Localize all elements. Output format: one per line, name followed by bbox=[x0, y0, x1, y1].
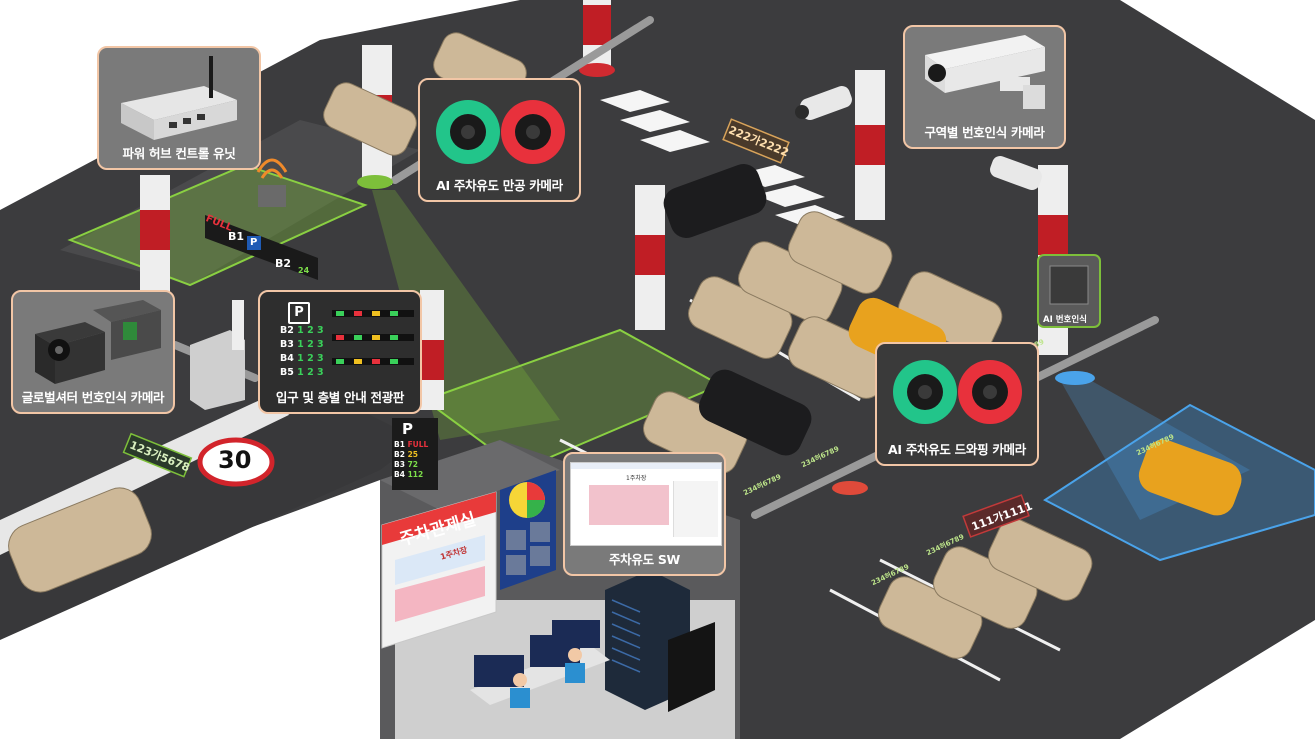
control-room-screen bbox=[381, 491, 497, 649]
server-racks bbox=[605, 570, 715, 712]
callout-power-hub: 파워 허브 컨트롤 유닛 bbox=[97, 46, 261, 170]
p-label: P bbox=[250, 237, 258, 248]
dashboard-screen bbox=[500, 470, 556, 590]
power-hub-caption: 파워 허브 컨트롤 유닛 bbox=[122, 146, 236, 161]
cctv-camera-right bbox=[795, 86, 1042, 190]
floor-status-bar bbox=[205, 215, 318, 280]
gate-pillar-top-right bbox=[579, 0, 615, 77]
global-shutter-camera-icon bbox=[35, 300, 161, 384]
callout-ai-guide-full-camera: AI 주차유도 만공 카메라 bbox=[418, 78, 581, 202]
b2-count: 24 bbox=[298, 266, 310, 275]
barrier-booth bbox=[190, 330, 245, 410]
wifi-device bbox=[256, 158, 288, 207]
b2-label: B2 bbox=[275, 257, 292, 270]
guide-sw-caption: 주차유도 SW bbox=[608, 552, 681, 567]
gate-pillar-mid bbox=[635, 185, 665, 330]
gate-pillar-center bbox=[420, 290, 444, 410]
ai-chip bbox=[1037, 254, 1101, 328]
speed-limit-sign bbox=[197, 437, 275, 487]
pylon-p-label: P bbox=[402, 420, 413, 438]
lpr-camera-icon bbox=[925, 35, 1045, 109]
ai-camera-pair-icon-2 bbox=[893, 360, 1022, 424]
sw-screenshot: 1주차장 bbox=[570, 462, 722, 546]
callout-zone-lpr-camera: 구역별 번호인식 카메라 bbox=[903, 25, 1066, 149]
pylon-rows: B1 FULL B2 25 B3 72 B4 112 bbox=[394, 440, 429, 479]
guide-led-strips bbox=[332, 310, 414, 365]
ai-guide-full-caption: AI 주차유도 만공 카메라 bbox=[436, 178, 563, 193]
ai-guide-dropping-caption: AI 주차유도 드와핑 카메라 bbox=[888, 442, 1026, 457]
entrance-floor-caption: 입구 및 층별 안내 전광판 bbox=[275, 390, 405, 405]
callout-global-shutter-camera: 글로벌셔터 번호인식 카메라 bbox=[11, 290, 175, 414]
callout-entrance-floor-board: P B2 1 2 3 B3 1 2 3 B4 1 2 3 B5 1 2 3 입구… bbox=[258, 290, 422, 414]
callout-guide-sw: 1주차장 주차유도 SW bbox=[563, 452, 726, 576]
callout-ai-guide-dropping-camera: AI 주차유도 드와핑 카메라 bbox=[875, 342, 1039, 466]
gate-pillar-right bbox=[855, 70, 885, 220]
power-hub-device-icon bbox=[121, 56, 237, 140]
operator-desk bbox=[470, 620, 610, 708]
camera-beam-green bbox=[372, 190, 560, 440]
ai-camera-pair-icon bbox=[436, 100, 565, 164]
ai-chip-label: AI 번호인식 bbox=[1043, 315, 1087, 325]
p-sign-icon: P bbox=[288, 302, 310, 324]
speed-limit-label: 30 bbox=[218, 446, 252, 474]
floor-rows: B2 1 2 3 B3 1 2 3 B4 1 2 3 B5 1 2 3 bbox=[280, 325, 324, 378]
global-shutter-caption: 글로벌셔터 번호인식 카메라 bbox=[21, 390, 165, 405]
b1-label: B1 bbox=[228, 230, 245, 243]
black-cars bbox=[663, 163, 812, 456]
zone-lpr-caption: 구역별 번호인식 카메라 bbox=[924, 125, 1045, 140]
pylon-sign bbox=[392, 418, 438, 490]
plate-boxes bbox=[122, 118, 1030, 538]
